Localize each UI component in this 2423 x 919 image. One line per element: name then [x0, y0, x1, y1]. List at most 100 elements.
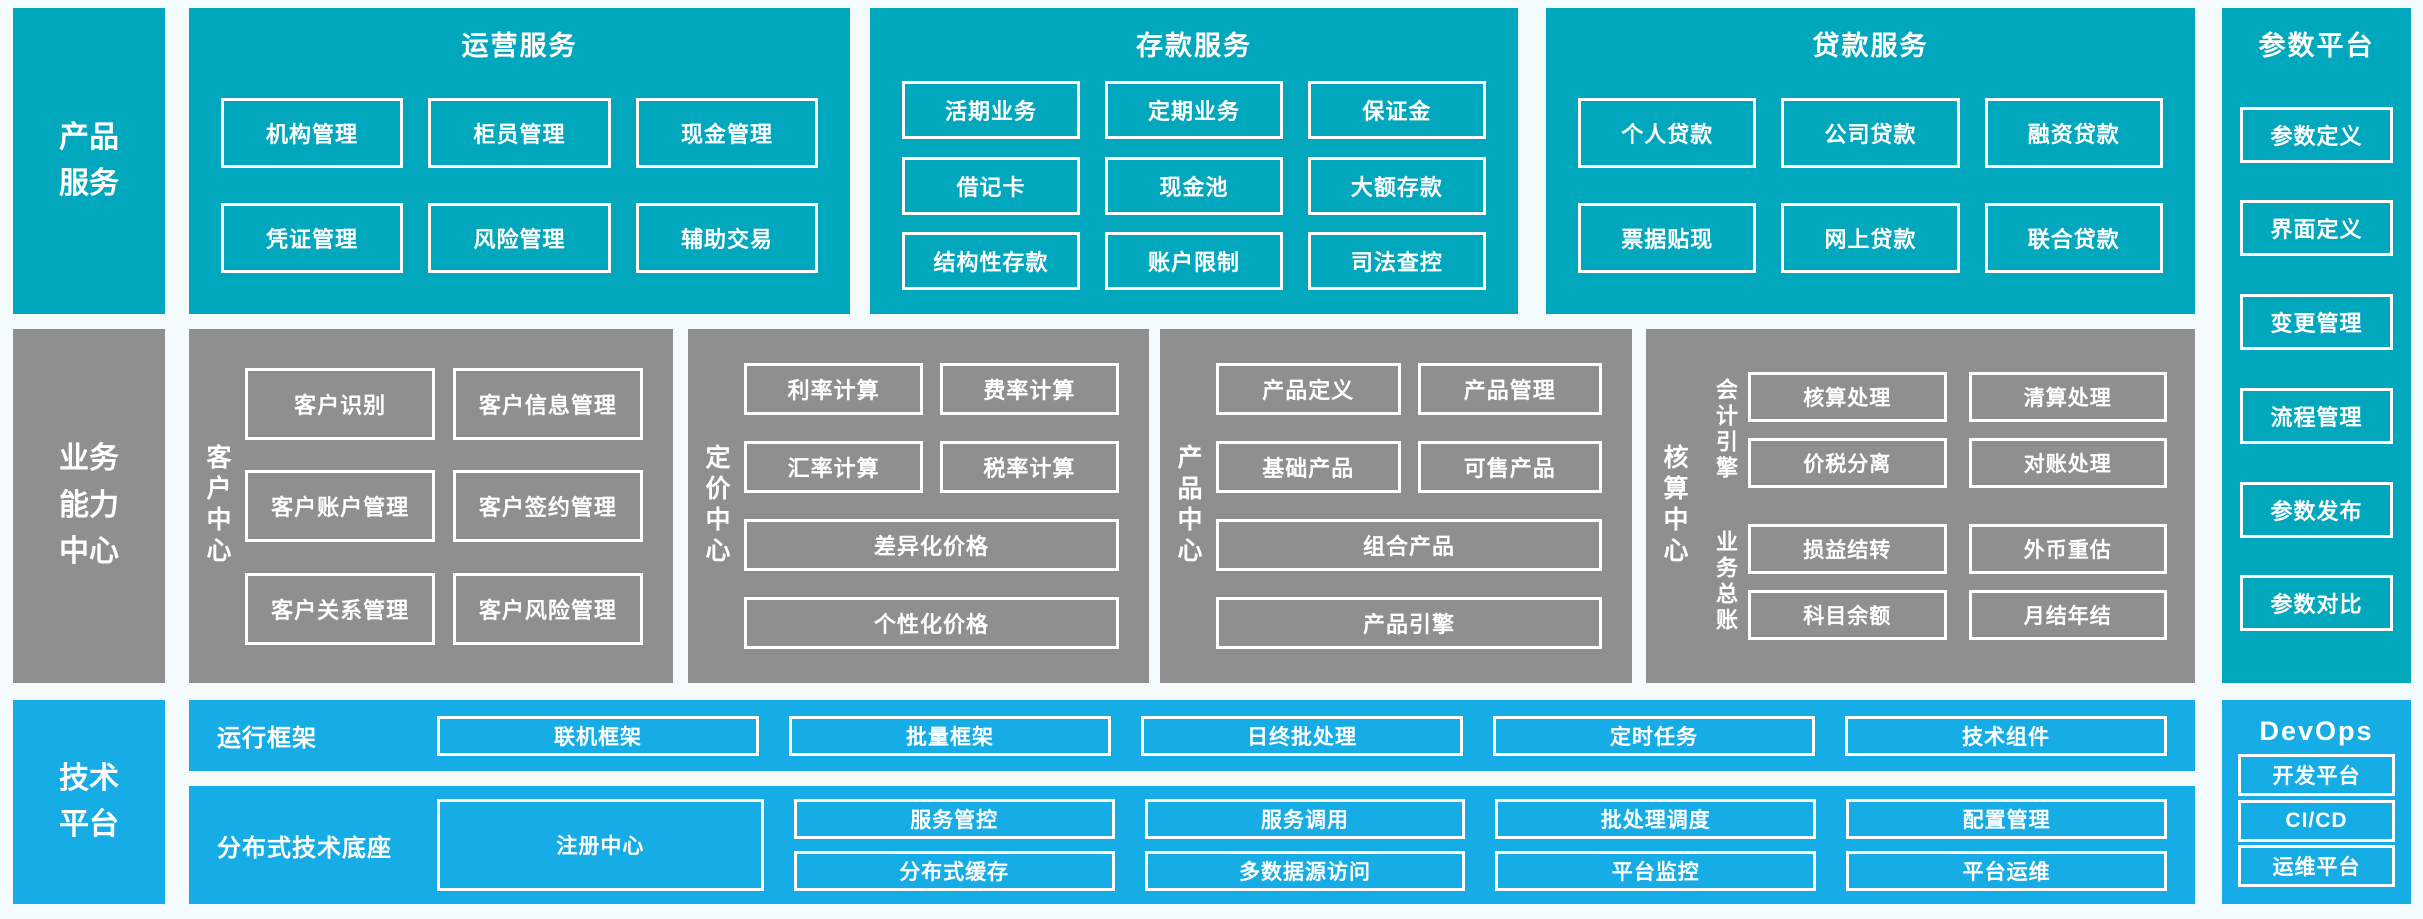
module-box: 平台监控	[1495, 851, 1817, 891]
module-box: 客户信息管理	[452, 367, 643, 440]
module-box: 参数对比	[2240, 575, 2393, 632]
module-box: 客户账户管理	[245, 470, 436, 542]
distributed-column: 配置管理 平台运维	[1846, 799, 2167, 891]
module-box: 科目余额	[1748, 589, 1947, 640]
product-services-label: 产品 服务	[13, 8, 165, 314]
module-box: 客户风险管理	[452, 572, 643, 645]
group-label: 会计引擎	[1713, 378, 1738, 483]
module-box: 联合贷款	[1984, 203, 2163, 273]
module-box: 对账处理	[1968, 438, 2167, 489]
accounting-groups: 会计引擎 核算处理 清算处理 价税分离 对账处理 业务总账 损益结转 外币重估 …	[1702, 329, 2195, 683]
module-box: 变更管理	[2240, 294, 2393, 351]
module-box: 可售产品	[1417, 441, 1602, 493]
loan-services-section: 贷款服务 个人贷款 公司贷款 融资贷款 票据贴现 网上贷款 联合贷款	[1546, 8, 2195, 314]
center-label: 核算中心	[1660, 444, 1688, 568]
group-label: 业务总账	[1713, 529, 1738, 634]
tech-platform-label: 技术 平台	[13, 700, 165, 904]
module-box: 柜员管理	[428, 98, 611, 168]
module-box: 融资贷款	[1984, 98, 2163, 168]
module-box: 批量框架	[789, 715, 1111, 756]
distributed-column: 服务管控 分布式缓存	[793, 799, 1115, 891]
distributed-column: 服务调用 多数据源访问	[1144, 799, 1466, 891]
module-box: 分布式缓存	[793, 851, 1115, 891]
module-box: 凭证管理	[221, 203, 404, 273]
module-box: 基础产品	[1216, 441, 1401, 493]
module-box: 参数发布	[2240, 481, 2393, 538]
accounting-engine-group: 会计引擎 核算处理 清算处理 价税分离 对账处理	[1702, 372, 2167, 489]
module-box: 客户签约管理	[452, 470, 643, 542]
module-box: 风险管理	[428, 203, 611, 273]
module-box: 现金管理	[635, 98, 818, 168]
module-box: 辅助交易	[635, 203, 818, 273]
module-box: 参数定义	[2240, 106, 2393, 163]
module-box: 损益结转	[1748, 523, 1947, 574]
module-box: 运维平台	[2238, 844, 2395, 887]
center-label: 产品中心	[1174, 444, 1202, 568]
module-box: 配置管理	[1846, 799, 2167, 839]
module-box: 外币重估	[1968, 523, 2167, 574]
parameter-platform-section: 参数平台 参数定义 界面定义 变更管理 流程管理 参数发布 参数对比	[2222, 8, 2411, 683]
module-box: 个人贷款	[1578, 98, 1757, 168]
pricing-center-section: 定价中心 利率计算 费率计算 汇率计算 税率计算 差异化价格 个性化价格	[688, 329, 1149, 683]
module-box: 税率计算	[939, 441, 1119, 493]
runtime-framework-bar: 运行框架 联机框架 批量框架 日终批处理 定时任务 技术组件	[189, 700, 2195, 771]
module-box: 差异化价格	[744, 519, 1119, 571]
module-box: CI/CD	[2238, 799, 2395, 842]
module-box: 批处理调度	[1495, 799, 1817, 839]
center-label: 定价中心	[702, 444, 730, 568]
module-box: 多数据源访问	[1144, 851, 1466, 891]
module-box: 活期业务	[902, 80, 1081, 139]
module-box: 核算处理	[1748, 372, 1947, 423]
module-box: 清算处理	[1968, 372, 2167, 423]
center-label: 客户中心	[203, 444, 231, 568]
module-box: 现金池	[1104, 156, 1284, 215]
distributed-column: 批处理调度 平台监控	[1495, 799, 1817, 891]
module-box: 定期业务	[1104, 80, 1284, 139]
module-box: 账户限制	[1104, 232, 1284, 291]
product-grid: 产品定义 产品管理 基础产品 可售产品 组合产品 产品引擎	[1216, 329, 1632, 683]
module-box: 客户关系管理	[245, 572, 436, 645]
module-box: 费率计算	[939, 363, 1119, 415]
business-capability-label: 业务 能力 中心	[13, 329, 165, 683]
loans-grid: 个人贷款 公司贷款 融资贷款 票据贴现 网上贷款 联合贷款	[1546, 63, 2195, 314]
module-box: 技术组件	[1845, 715, 2167, 756]
accounting-center-section: 核算中心 会计引擎 核算处理 清算处理 价税分离 对账处理 业务总账 损益结转 …	[1646, 329, 2195, 683]
module-box: 定时任务	[1493, 715, 1815, 756]
section-title: 运营服务	[461, 31, 578, 61]
module-box: 注册中心	[437, 799, 764, 891]
module-box: 保证金	[1307, 80, 1486, 139]
section-title: DevOps	[2259, 716, 2374, 746]
module-box: 服务调用	[1144, 799, 1466, 839]
module-box: 产品管理	[1417, 363, 1602, 415]
module-box: 汇率计算	[744, 441, 924, 493]
module-box: 流程管理	[2240, 387, 2393, 444]
module-box: 司法查控	[1307, 232, 1486, 291]
module-box: 借记卡	[902, 156, 1081, 215]
deposits-grid: 活期业务 定期业务 保证金 借记卡 现金池 大额存款 结构性存款 账户限制 司法…	[870, 63, 1518, 314]
section-title: 参数平台	[2258, 31, 2375, 61]
customer-grid: 客户识别 客户信息管理 客户账户管理 客户签约管理 客户关系管理 客户风险管理	[245, 329, 673, 683]
bar-label: 运行框架	[217, 725, 317, 752]
module-box: 平台运维	[1846, 851, 2167, 891]
module-box: 组合产品	[1216, 519, 1602, 571]
parameter-stack: 参数定义 界面定义 变更管理 流程管理 参数发布 参数对比	[2222, 63, 2411, 683]
pricing-grid: 利率计算 费率计算 汇率计算 税率计算 差异化价格 个性化价格	[744, 329, 1149, 683]
business-ledger-group: 业务总账 损益结转 外币重估 科目余额 月结年结	[1702, 523, 2167, 640]
module-box: 机构管理	[221, 98, 404, 168]
module-box: 开发平台	[2238, 754, 2395, 797]
module-box: 产品定义	[1216, 363, 1401, 415]
module-box: 结构性存款	[902, 232, 1081, 291]
module-box: 服务管控	[793, 799, 1115, 839]
module-box: 大额存款	[1307, 156, 1486, 215]
module-box: 月结年结	[1968, 589, 2167, 640]
module-box: 个性化价格	[744, 597, 1119, 649]
module-box: 票据贴现	[1578, 203, 1757, 273]
module-box: 网上贷款	[1781, 203, 1960, 273]
section-title: 贷款服务	[1812, 31, 1929, 61]
product-center-section: 产品中心 产品定义 产品管理 基础产品 可售产品 组合产品 产品引擎	[1160, 329, 1632, 683]
module-box: 日终批处理	[1141, 715, 1463, 756]
devops-section: DevOps 开发平台 CI/CD 运维平台	[2222, 700, 2411, 904]
devops-stack: 开发平台 CI/CD 运维平台	[2222, 747, 2411, 904]
operations-services-section: 运营服务 机构管理 柜员管理 现金管理 凭证管理 风险管理 辅助交易	[189, 8, 850, 314]
